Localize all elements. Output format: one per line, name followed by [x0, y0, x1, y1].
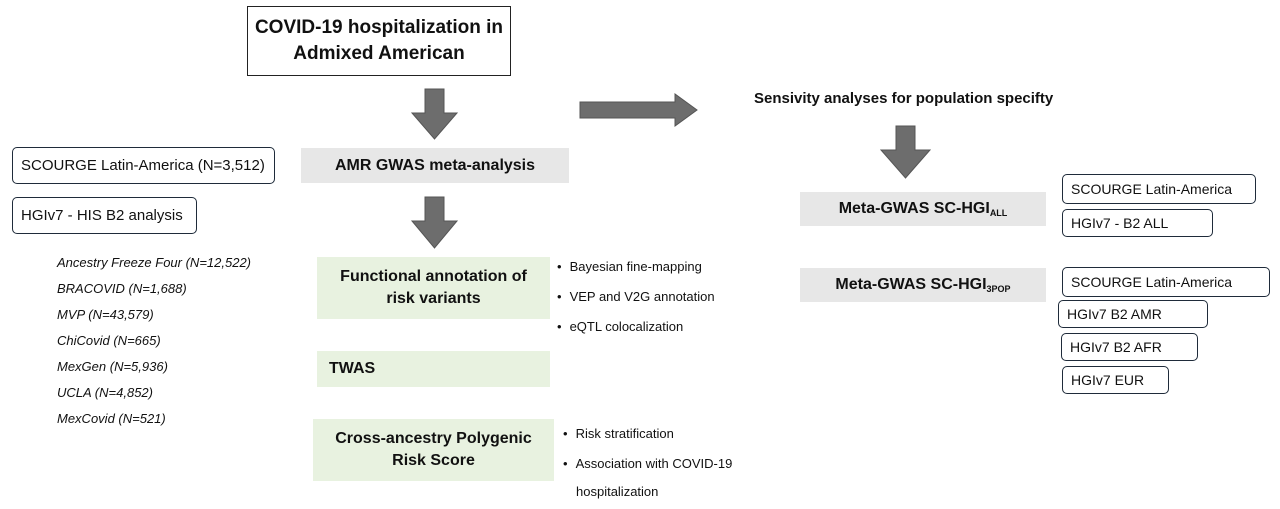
meta-gwas-3pop-label: Meta-GWAS SC-HGI3POP	[835, 276, 1011, 294]
meta-gwas-all-label: Meta-GWAS SC-HGIALL	[838, 200, 1008, 218]
polygenic-risk-score-box: Cross-ancestry Polygenic Risk Score	[313, 419, 554, 481]
cohort-item: MexGen (N=5,936)	[57, 359, 168, 374]
title-box: COVID-19 hospitalization in Admixed Amer…	[247, 6, 511, 76]
meta-all-hgiv7-box: HGIv7 - B2 ALL	[1062, 209, 1213, 237]
twas-label: TWAS	[329, 360, 376, 377]
prs-bullet: Risk stratification	[563, 419, 732, 449]
functional-bullet-list: Bayesian fine-mapping VEP and V2G annota…	[557, 252, 715, 342]
cohort-item: UCLA (N=4,852)	[57, 385, 153, 400]
meta-3pop-scourge-box: SCOURGE Latin-America	[1062, 267, 1270, 297]
functional-annotation-box: Functional annotation of risk variants	[317, 257, 550, 319]
meta-all-hgiv7-label: HGIv7 - B2 ALL	[1071, 215, 1169, 231]
meta-all-scourge-box: SCOURGE Latin-America	[1062, 174, 1256, 204]
meta-3pop-hgiv7-eur-box: HGIv7 EUR	[1062, 366, 1169, 394]
functional-bullet: eQTL colocalization	[557, 312, 715, 342]
meta-all-scourge-label: SCOURGE Latin-America	[1071, 181, 1233, 197]
meta-3pop-hgiv7-eur-label: HGIv7 EUR	[1071, 372, 1145, 388]
arrow-right-to-sensitivity	[579, 93, 698, 127]
meta-3pop-hgiv7-afr-label: HGIv7 B2 AFR	[1070, 339, 1162, 355]
meta-3pop-hgiv7-amr-box: HGIv7 B2 AMR	[1058, 300, 1208, 328]
arrow-down-meta-to-functional	[410, 196, 459, 249]
title-text: COVID-19 hospitalization in Admixed Amer…	[254, 17, 504, 64]
functional-annotation-label: Functional annotation of risk variants	[340, 268, 527, 307]
scourge-latin-america-box: SCOURGE Latin-America (N=3,512)	[12, 147, 275, 184]
prs-bullet: Association with COVID-19	[563, 449, 733, 479]
sensitivity-heading: Sensivity analyses for population specif…	[754, 90, 1054, 107]
meta-3pop-hgiv7-amr-label: HGIv7 B2 AMR	[1067, 306, 1162, 322]
amr-gwas-meta-analysis-label: AMR GWAS meta-analysis	[334, 156, 536, 174]
arrow-down-title-to-meta	[410, 88, 459, 140]
functional-bullet: VEP and V2G annotation	[557, 282, 715, 312]
cohort-item: MexCovid (N=521)	[57, 411, 166, 426]
cohort-list: Ancestry Freeze Four (N=12,522) BRACOVID…	[57, 250, 307, 432]
hgiv7-his-b2-label: HGIv7 - HIS B2 analysis	[21, 207, 183, 224]
scourge-latin-america-label: SCOURGE Latin-America (N=3,512)	[21, 157, 265, 174]
cohort-item: MVP (N=43,579)	[57, 307, 154, 322]
meta-gwas-all-box: Meta-GWAS SC-HGIALL	[800, 192, 1046, 226]
meta-3pop-hgiv7-afr-box: HGIv7 B2 AFR	[1061, 333, 1198, 361]
prs-bullet-list: Risk stratification Association with COV…	[563, 419, 733, 505]
twas-box: TWAS	[317, 351, 550, 387]
cohort-item: BRACOVID (N=1,688)	[57, 281, 187, 296]
hgiv7-his-b2-box: HGIv7 - HIS B2 analysis	[12, 197, 197, 234]
polygenic-risk-score-label: Cross-ancestry Polygenic Risk Score	[335, 430, 532, 469]
meta-gwas-3pop-box: Meta-GWAS SC-HGI3POP	[800, 268, 1046, 302]
meta-3pop-scourge-label: SCOURGE Latin-America	[1071, 274, 1233, 290]
functional-bullet: Bayesian fine-mapping	[557, 252, 715, 282]
cohort-item: ChiCovid (N=665)	[57, 333, 161, 348]
cohort-item: Ancestry Freeze Four (N=12,522)	[57, 255, 251, 270]
amr-gwas-meta-analysis-box: AMR GWAS meta-analysis	[301, 148, 569, 183]
prs-bullet-continuation: hospitalization	[576, 484, 659, 499]
arrow-down-sensitivity-to-meta	[879, 125, 932, 179]
